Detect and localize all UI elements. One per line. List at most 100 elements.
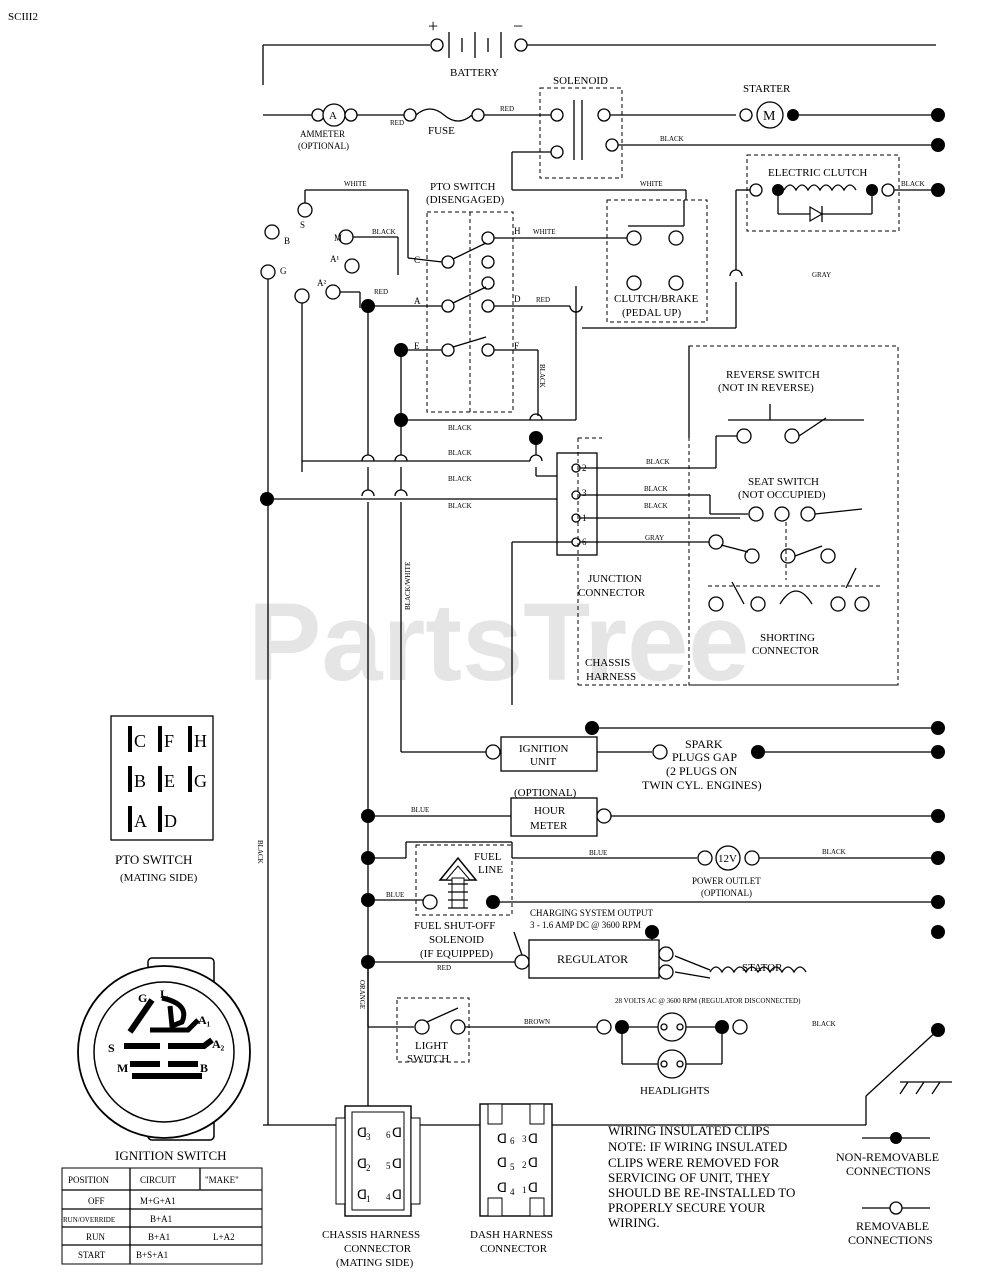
pto-mating-c: C [134,731,146,751]
spark-l3: (2 PLUGS ON [666,764,738,778]
watermark: PartsTree [248,581,749,704]
clips-note-l5: SHOULD BE RE-INSTALLED TO [608,1185,795,1200]
wire-black-4: BLACK [448,424,472,432]
dash-pin-2: 2 [522,1160,527,1170]
battery-plus: + [428,16,438,36]
fuel-shutoff-l3: (IF EQUIPPED) [420,948,493,960]
reverse-switch-label: REVERSE SWITCH [726,369,820,381]
ign-sw-a1: A₁ [198,1013,211,1027]
chassis-pin-6: 6 [386,1130,391,1140]
wire-white-1: WHITE [640,180,663,188]
term-a1: A¹ [330,254,339,264]
light-switch-l1: LIGHT [415,1040,448,1052]
term-b: B [284,236,290,246]
clips-note-l2: NOTE: IF WIRING INSULATED [608,1139,787,1154]
pto-term-a: A [414,296,421,306]
ammeter-sub: (OPTIONAL) [298,141,349,151]
wire-red-1: RED [390,119,404,127]
clutch-brake-switch: CLUTCH/BRAKE (PEDAL UP) [606,190,708,323]
light-switch-l2: SWITCH [407,1053,449,1065]
battery: + − BATTERY [262,16,936,85]
safety-switches: REVERSE SWITCH (NOT IN REVERSE) SEAT SWI… [688,345,899,686]
clips-note-l1: WIRING INSULATED CLIPS [608,1123,770,1138]
pto-mating: C F H B E G A D PTO SWITCH (MATING SIDE) [110,715,214,884]
legend: NON-REMOVABLE CONNECTIONS REMOVABLE CONN… [836,1132,939,1247]
fuel-shutoff-l1: FUEL SHUT-OFF [414,920,495,932]
spark-l1: SPARK [685,737,723,751]
chassis-connector-l3: (MATING SIDE) [336,1257,414,1269]
charging-l1: CHARGING SYSTEM OUTPUT [530,908,654,918]
pto-mating-sub: (MATING SIDE) [120,872,198,884]
wire-black-3: BLACK [538,364,546,388]
charging-system: CHARGING SYSTEM OUTPUT 3 - 1.6 AMP DC @ … [361,908,945,1005]
electric-clutch: ELECTRIC CLUTCH BLACK GRAY [582,154,945,329]
wire-black-11: BLACK [822,848,846,856]
spark-l2: PLUGS GAP [672,750,737,764]
wire-black-10: BLACK [644,502,668,510]
ign-sw-s: S [108,1041,115,1055]
wire-black-2: BLACK [372,228,396,236]
pto-mating-b: B [134,771,146,791]
stator-note: 28 VOLTS AC @ 3600 RPM (REGULATOR DISCON… [615,997,801,1005]
clips-note-l7: WIRING. [608,1215,660,1230]
wire-red-5: RED [437,964,451,972]
wire-orange: ORANGE [358,980,366,1009]
pto-term-d: D [514,294,521,304]
wire-red-4: RED [536,296,550,304]
dash-connector: ᗡ 6 3 ᗡ ᗡ 5 2 ᗡ ᗡ 4 1 ᗡ DASH HARNESS CON… [470,1103,553,1255]
pto-term-f: F [514,341,519,351]
wire-red-3: RED [374,288,388,296]
table-cell: B+A1 [150,1214,172,1224]
table-header-make: "MAKE" [205,1175,239,1185]
bus-wiring: BLACK/WHITE BLACK BLACK BLACK BLACK BLAC… [256,270,576,1130]
pto-mating-g: G [194,771,207,791]
hour-meter-opt: (OPTIONAL) [514,787,577,799]
dash-connector-l1: DASH HARNESS [470,1229,553,1241]
ignition-table: POSITION CIRCUIT "MAKE" OFF M+G+A1 RUN/O… [61,1167,263,1265]
starter-label: STARTER [743,83,791,95]
pto-mating-h: H [194,731,207,751]
wire-black-9: BLACK [644,485,668,493]
dash-pin-4: 4 [510,1187,515,1197]
ign-sw-m: M [117,1061,128,1075]
dash-pin-3: 3 [522,1134,527,1144]
clutch-brake-sub: (PEDAL UP) [622,307,682,319]
pto-term-h: H [514,226,521,236]
battery-minus: − [513,16,523,36]
ign-sw-g: G [138,991,147,1005]
table-cell: L+A2 [213,1232,235,1242]
junction-connector: 2 3 1 6 BLACK BLACK BLACK GRAY JUNCTION … [511,435,898,705]
pto-mating-f: F [164,731,174,751]
lighting-circuit: ORANGE BROWN LIGHT SWITCH HEADLIGHTS BLA… [263,962,952,1126]
wire-black-6: BLACK [448,475,472,483]
seat-switch-sub: (NOT OCCUPIED) [738,489,826,501]
ign-sw-a2: A₂ [212,1037,225,1051]
wire-red-2: RED [500,105,514,113]
table-cell: B+S+A1 [136,1250,168,1260]
wire-gray-1: GRAY [812,271,831,279]
term-a2: A² [317,278,326,288]
term-g: G [280,266,287,276]
ign-sw-l: L [160,987,168,1001]
legend-nonremovable-2: CONNECTIONS [846,1164,931,1178]
dash-connector-l2: CONNECTOR [480,1243,548,1255]
table-row: OFF [88,1196,105,1206]
regulator-label: REGULATOR [557,952,628,966]
pto-mating-a: A [134,811,147,831]
ignition-switch-title: IGNITION SWITCH [115,1148,227,1163]
pto-switch: PTO SWITCH (DISENGAGED) C H A D E F WHIT… [368,181,628,420]
solenoid-label: SOLENOID [553,75,608,87]
ammeter-symbol: A [329,110,337,122]
wire-blue-3: BLUE [386,891,404,899]
dash-pin-6: 6 [510,1136,515,1146]
chassis-connector: ᗡ 3 6 ᗡ ᗡ 2 5 ᗡ ᗡ 1 4 ᗡ CHASSIS HARNESS … [322,1105,421,1269]
hour-meter-l1: HOUR [534,805,566,817]
table-header-circuit: CIRCUIT [140,1175,177,1185]
wire-white-3: WHITE [533,228,556,236]
clutch-brake-label: CLUTCH/BRAKE [614,293,699,305]
table-row: RUN/OVERRIDE [63,1216,115,1224]
clips-note-l4: SERVICING OF UNIT, THEY [608,1170,771,1185]
wire-black-white: BLACK/WHITE [404,562,412,610]
fuel-line-l1: FUEL [474,851,502,863]
